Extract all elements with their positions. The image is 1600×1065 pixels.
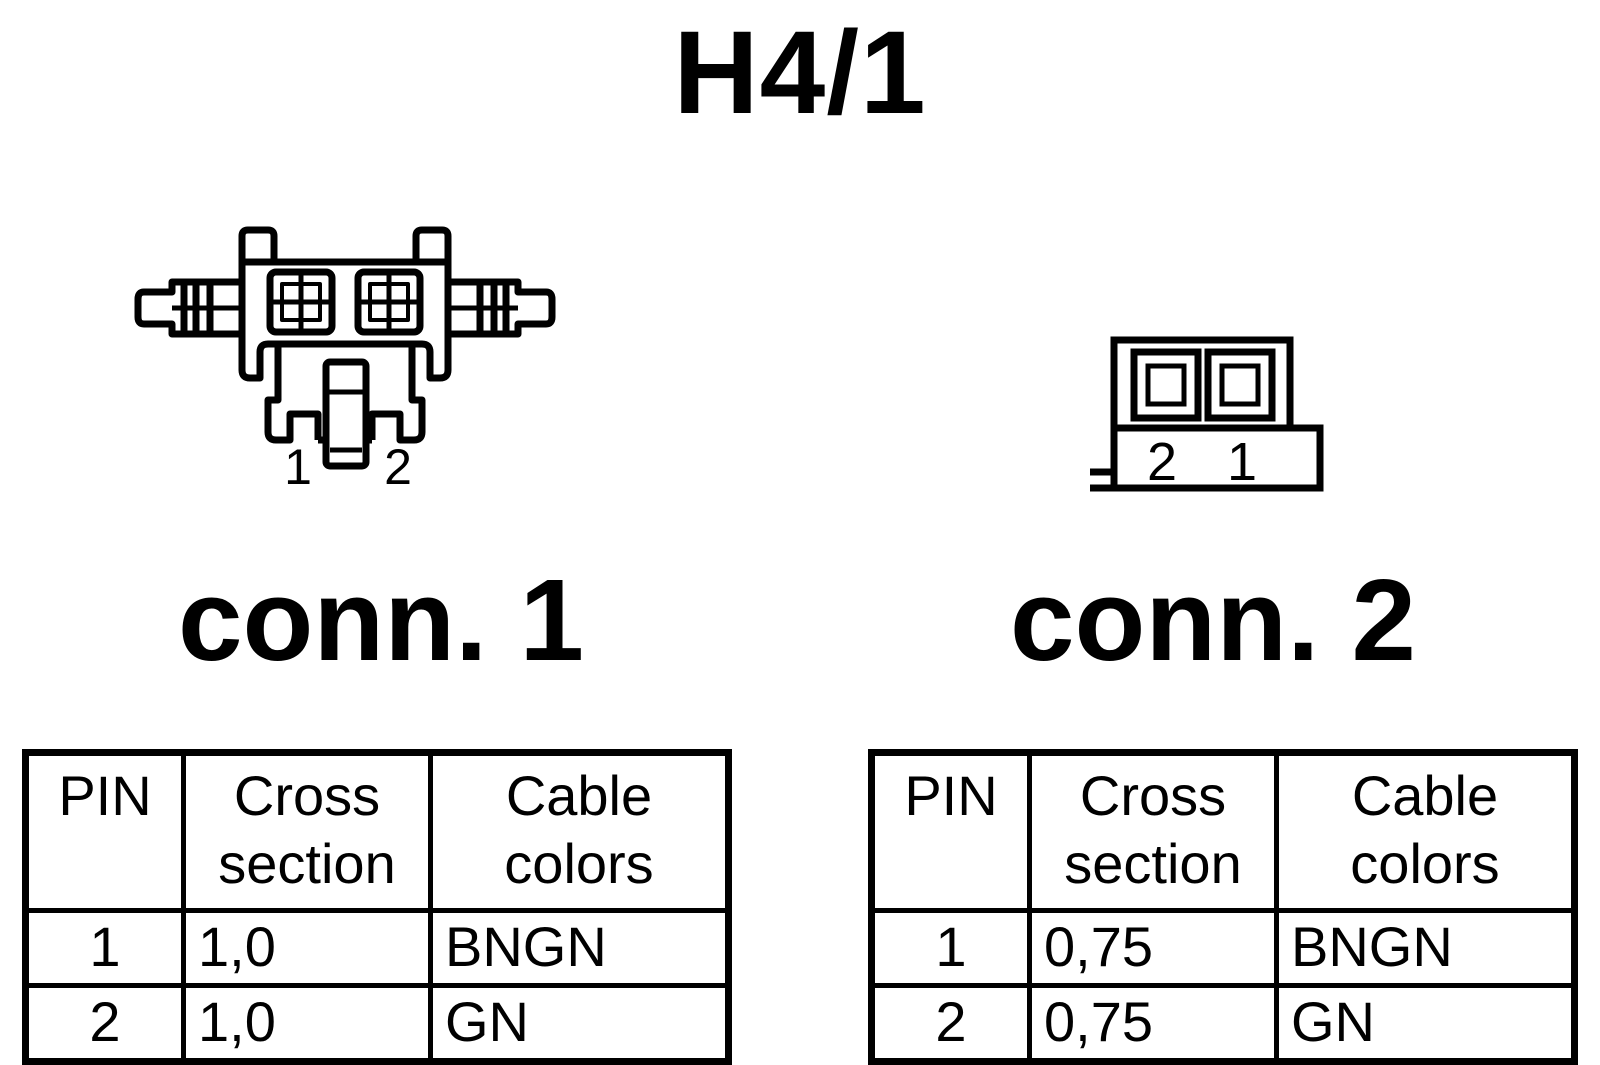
connector-1-drawing: 1 2	[134, 226, 556, 495]
cable-color-cell: GN	[1274, 983, 1577, 1064]
connector-1-pin-label: 2	[384, 439, 412, 495]
connector-1-label: conn. 1	[178, 555, 585, 685]
pin-cell: 1	[23, 908, 186, 988]
connector-2-pin-label: 1	[1227, 432, 1257, 492]
connector-2-label: conn. 2	[1010, 555, 1417, 685]
cable-color-cell: BNGN	[428, 908, 731, 988]
table-row: 2 0,75 GN	[869, 983, 1577, 1064]
connector-2-drawing: 2 1	[1090, 336, 1324, 492]
cross-section-header: Cross section	[181, 750, 433, 913]
cross-section-cell: 0,75	[1027, 983, 1279, 1064]
table-row: 2 1,0 GN	[23, 983, 731, 1064]
pin-header: PIN	[869, 750, 1032, 913]
cable-color-cell: BNGN	[1274, 908, 1577, 988]
table-header-row: PIN Cross section Cable colors	[869, 750, 1577, 913]
connector-1-pin-label: 1	[284, 439, 312, 495]
diagram-title: H4/1	[673, 7, 927, 139]
pin-header: PIN	[23, 750, 186, 913]
cable-color-cell: GN	[428, 983, 731, 1064]
table-header-row: PIN Cross section Cable colors	[23, 750, 731, 913]
connector-2-pin-table: PIN Cross section Cable colors 1 0,75 BN…	[868, 749, 1578, 1065]
pin-cell: 2	[23, 983, 186, 1064]
cross-section-cell: 1,0	[181, 908, 433, 988]
table-row: 1 1,0 BNGN	[23, 908, 731, 988]
cross-section-cell: 0,75	[1027, 908, 1279, 988]
pin-cell: 1	[869, 908, 1032, 988]
connector-2-pin-label: 2	[1147, 432, 1177, 492]
connector-1-pin-table: PIN Cross section Cable colors 1 1,0 BNG…	[22, 749, 732, 1065]
table-row: 1 0,75 BNGN	[869, 908, 1577, 988]
cable-colors-header: Cable colors	[1274, 750, 1577, 913]
cross-section-header: Cross section	[1027, 750, 1279, 913]
pin-cell: 2	[869, 983, 1032, 1064]
cross-section-cell: 1,0	[181, 983, 433, 1064]
cable-colors-header: Cable colors	[428, 750, 731, 913]
